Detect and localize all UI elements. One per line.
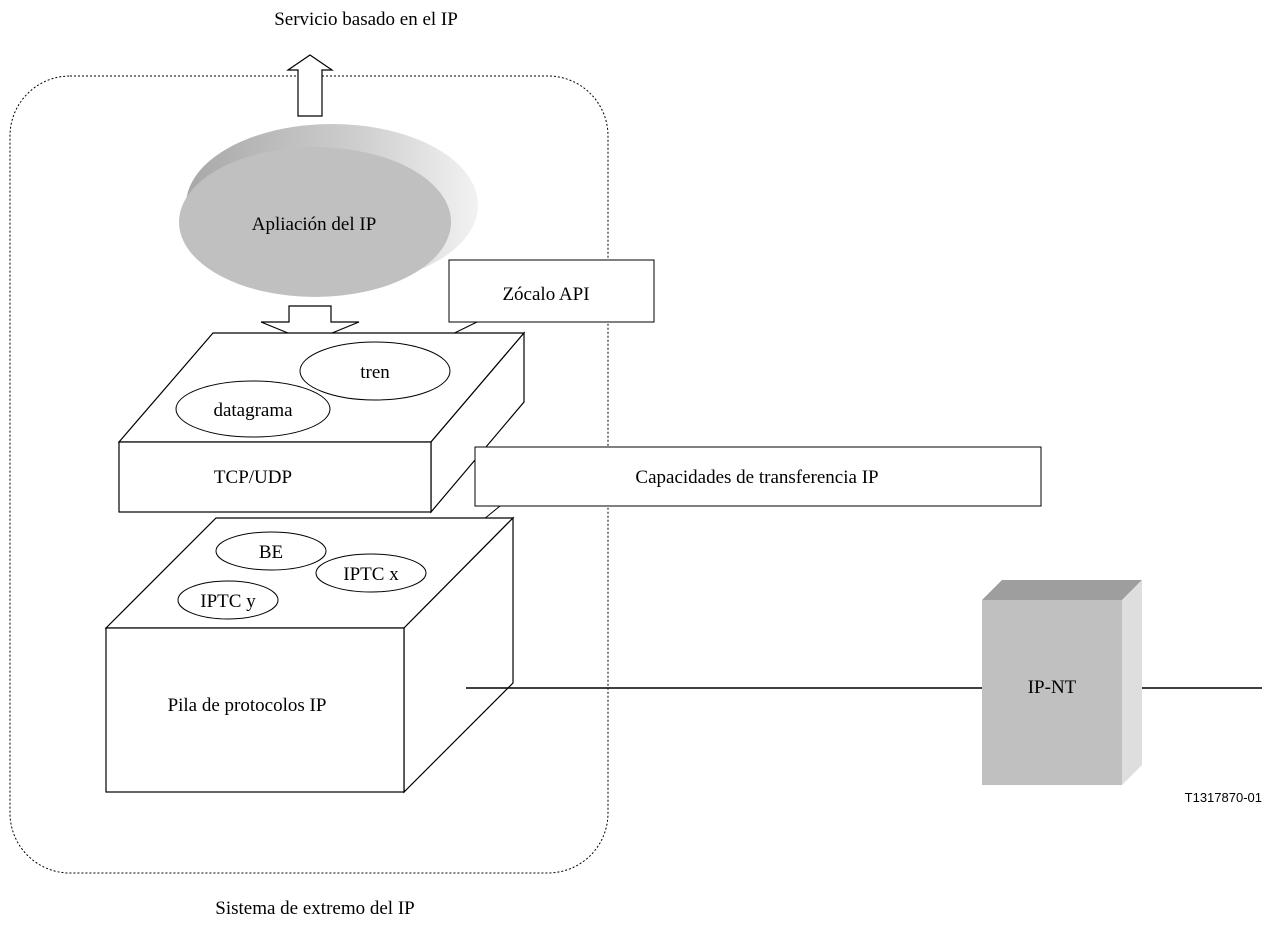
tcp-down-arrow [260,305,360,343]
bottom-label: Sistema de extremo del IP [215,898,414,919]
iptc-y-ellipse [177,580,279,620]
ip-stack-label: Pila de protocolos IP [168,695,327,716]
datagram-mode-ellipse [175,380,331,438]
ip-stack-block: Pila de protocolos IP BE IPTC x IPTC y [104,516,515,794]
top-label: Servicio basado en el IP [274,9,458,30]
stream-mode-label: tren [360,362,390,383]
ip-nt-box: IP-NT [982,580,1142,785]
service-up-arrow [286,54,334,117]
stream-mode-ellipse [299,341,451,401]
application-label: Apliación del IP [252,214,377,235]
tcp-udp-label: TCP/UDP [214,467,292,488]
ip-nt-label: IP-NT [1028,677,1077,698]
iptc-x-label: IPTC x [343,564,399,585]
iptc-x-ellipse [315,553,427,593]
be-class-ellipse [215,531,327,571]
tcp-udp-block: TCP/UDP tren datagrama [117,331,526,514]
be-class-label: BE [259,542,283,563]
socket-api-callout [448,259,655,323]
transfer-capabilities-label: Capacidades de transferencia IP [635,467,878,488]
end-system-boundary [9,75,609,874]
figure-id: T1317870-01 [1185,790,1262,805]
transfer-capabilities-callout [474,446,1042,507]
application-disc: Apliación del IP [179,124,478,297]
datagram-mode-label: datagrama [213,400,293,421]
socket-api-label: Zócalo API [502,284,589,305]
iptc-y-label: IPTC y [200,591,256,612]
